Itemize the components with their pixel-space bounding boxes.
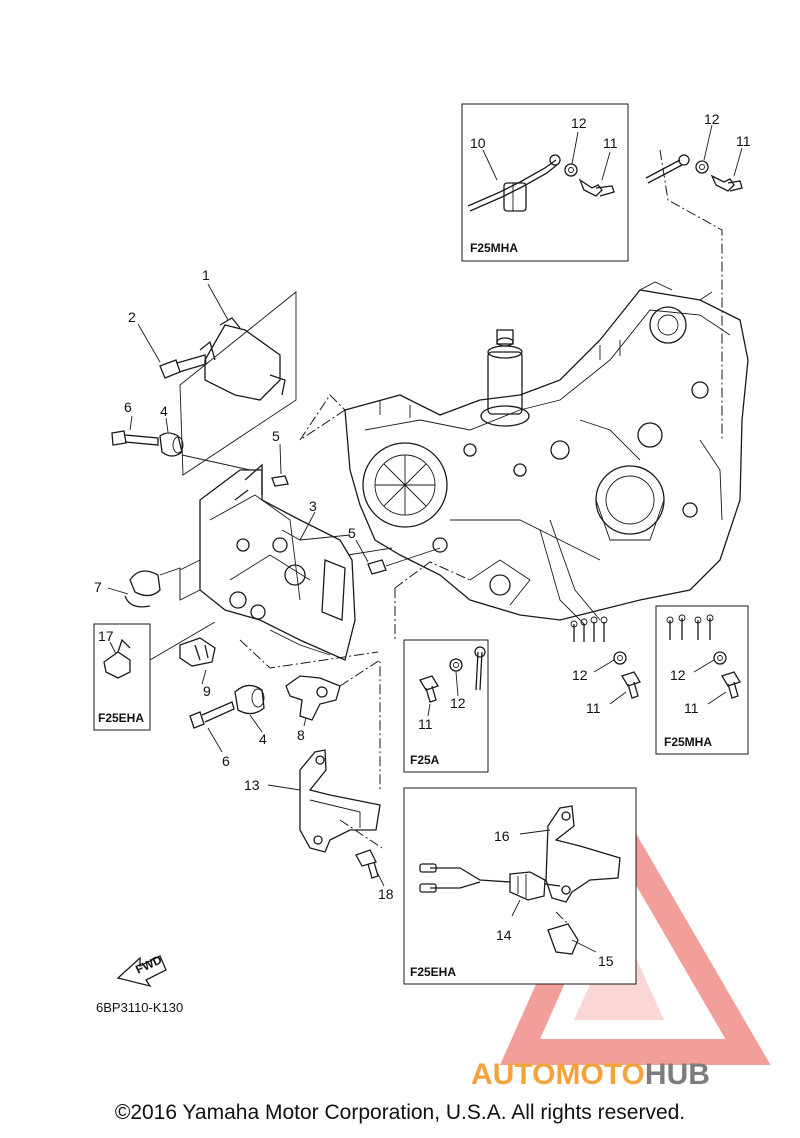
- callout-14: 14: [496, 927, 512, 943]
- callout-18: 18: [378, 886, 394, 902]
- callout-16: 16: [494, 828, 510, 844]
- part-3-bracket-assembly: [179, 463, 393, 669]
- callout-6-bottom: 6: [222, 753, 230, 769]
- part-6-bolt-4-grommet-top: [111, 415, 251, 471]
- callout-12-f25a: 12: [450, 695, 466, 711]
- callout-12-top-right: 12: [704, 111, 720, 127]
- callout-17: 17: [98, 628, 114, 644]
- part-5-pin-middle: [355, 539, 441, 575]
- callout-4-top: 4: [160, 403, 168, 419]
- callout-3: 3: [309, 498, 317, 514]
- variant-box-f25a: F25A: [403, 639, 489, 773]
- callout-2: 2: [128, 309, 136, 325]
- parts-12-11-middle: [593, 651, 641, 705]
- callout-6-top: 6: [124, 399, 132, 415]
- variant-label-bottom: F25EHA: [410, 965, 456, 979]
- fwd-direction-arrow: FWD: [116, 952, 167, 988]
- drawing-code: 6BP3110-K130: [96, 1000, 183, 1015]
- variant-label-right: F25MHA: [664, 735, 712, 749]
- callout-11-top-box: 11: [603, 135, 618, 151]
- part-7-clip: [107, 567, 181, 608]
- variant-label-f25a: F25A: [410, 753, 440, 767]
- callout-1: 1: [202, 267, 210, 283]
- watermark-text-hub: HUB: [644, 1058, 710, 1091]
- callout-7: 7: [94, 579, 102, 595]
- callout-11-top-right: 11: [736, 133, 751, 149]
- variant-box-right-f25mha: F25MHA: [655, 605, 749, 755]
- part-1-relay-and-bolt-2: [137, 283, 297, 476]
- variant-box-top-f25mha: F25MHA: [461, 103, 629, 262]
- callout-8: 8: [297, 727, 305, 743]
- callout-10: 10: [470, 135, 486, 151]
- part-8-clamp: [285, 659, 381, 790]
- callout-4-bottom: 4: [259, 731, 267, 747]
- part-6-bolt-4-grommet-bottom: [189, 684, 265, 753]
- callout-11-middle: 11: [586, 700, 601, 716]
- callout-11-f25a: 11: [418, 716, 433, 732]
- variant-box-bottom-f25eha: F25EHA: [403, 787, 637, 985]
- callout-12-middle: 12: [572, 667, 588, 683]
- callout-9: 9: [203, 683, 211, 699]
- engine-block-illustration: [344, 281, 749, 642]
- callout-12-right-box: 12: [670, 667, 686, 683]
- watermark-text-automoto: AUTOMOTO: [471, 1058, 645, 1091]
- watermark-wordmark: AUTOMOTOHUB: [471, 1058, 710, 1092]
- part-5-pin-top: [271, 443, 289, 487]
- cable-end-top-right: [645, 124, 743, 440]
- variant-label-left: F25EHA: [98, 711, 144, 725]
- callout-12-top-box: 12: [571, 115, 587, 131]
- callout-5-middle: 5: [348, 525, 356, 541]
- callout-11-right-box: 11: [684, 700, 699, 716]
- callout-5-top: 5: [272, 428, 280, 444]
- part-9-holder: [179, 637, 216, 685]
- callout-15: 15: [598, 953, 614, 969]
- part-13-bracket-18-bolt: [267, 749, 385, 887]
- variant-box-left-f25eha: F25EHA: [93, 621, 216, 731]
- copyright-notice: ©2016 Yamaha Motor Corporation, U.S.A. A…: [114, 1101, 686, 1124]
- variant-label-top: F25MHA: [470, 241, 518, 255]
- callout-13: 13: [244, 777, 260, 793]
